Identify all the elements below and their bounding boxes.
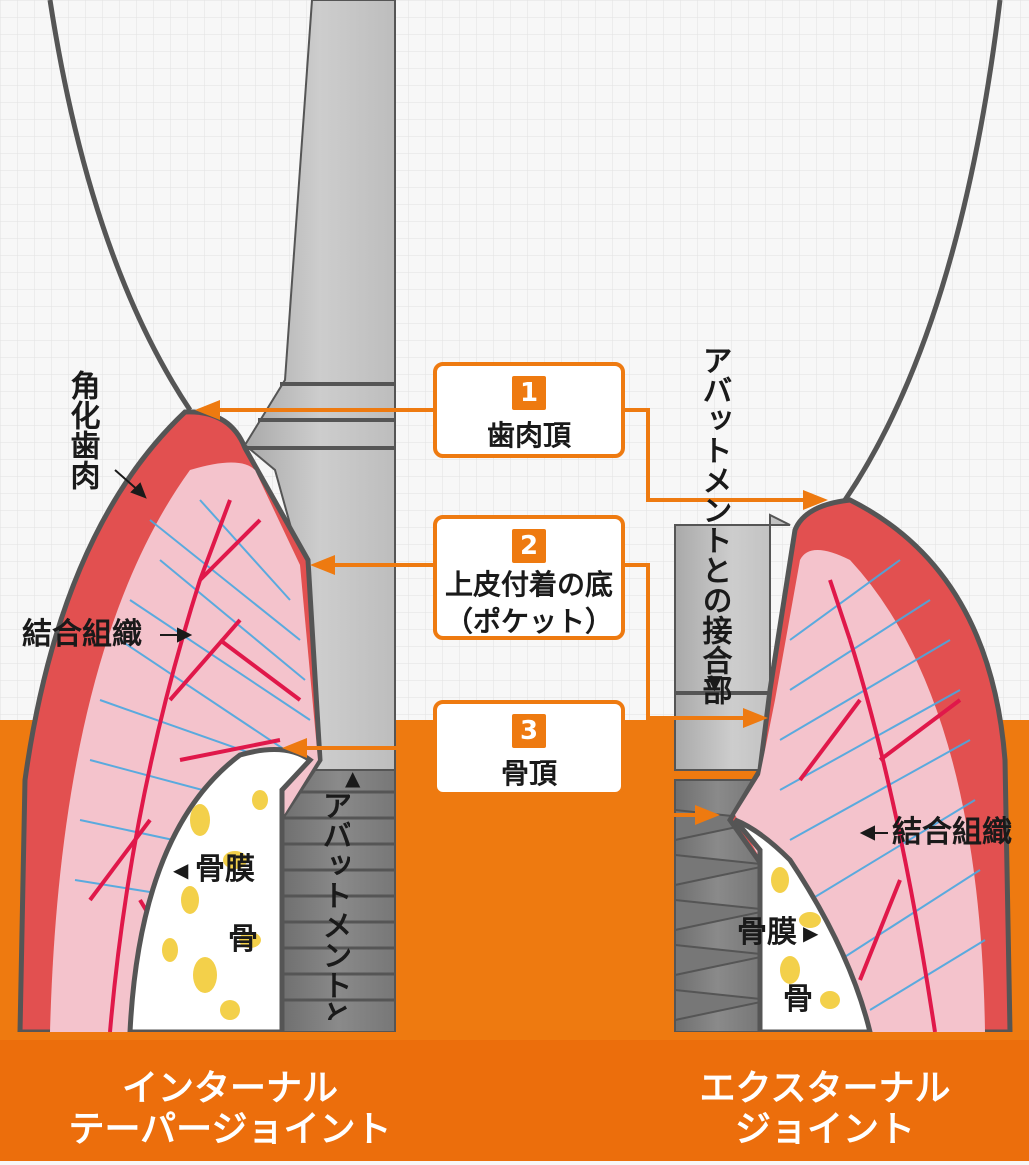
callout-3-text: 骨頂 <box>437 756 621 791</box>
left-label-connective-tissue: 結合組織 <box>22 620 142 650</box>
callout-gingival-margin: 1 歯肉頂 <box>433 362 625 458</box>
right-label-periosteum: 骨膜 <box>737 918 797 948</box>
callout-bone-crest: 3 骨頂 <box>433 700 625 796</box>
right-title-line1: エクスターナル <box>700 1068 951 1109</box>
left-label-keratinized-gingiva: 角化歯肉 <box>66 370 98 490</box>
left-title-line2: テーパージョイント <box>69 1109 392 1150</box>
right-label-bone: 骨 <box>783 985 813 1015</box>
left-title-line1: インターナル <box>122 1068 338 1109</box>
left-periosteum-pointer: ◀ <box>173 860 188 880</box>
right-title: エクスターナル ジョイント <box>640 1068 1010 1151</box>
callout-2-text-line2: （ポケット） <box>437 604 621 639</box>
callout-2-text-line1: 上皮付着の底 <box>437 567 621 602</box>
left-label-abutment-junction: アバットメントとの接合部 <box>318 790 350 1020</box>
right-bottom-cut <box>660 1032 1029 1040</box>
left-bottom-cut <box>0 1032 400 1040</box>
right-label-abutment-junction: アバットメントとの接合部 <box>698 345 730 705</box>
right-junction-pointer: ▼ <box>707 672 722 692</box>
right-title-line2: ジョイント <box>735 1109 915 1150</box>
callout-epithelial-attachment: 2 上皮付着の底 （ポケット） <box>433 515 625 640</box>
left-title: インターナル テーパージョイント <box>20 1068 440 1151</box>
left-label-periosteum: 骨膜 <box>195 855 255 885</box>
right-label-connective-tissue: 結合組織 <box>892 818 1012 848</box>
left-junction-pointer: ▲ <box>345 768 360 788</box>
left-label-bone: 骨 <box>228 925 258 955</box>
callout-number-3: 3 <box>512 714 546 748</box>
callout-number-2: 2 <box>512 529 546 563</box>
callout-1-text: 歯肉頂 <box>437 418 621 453</box>
right-periosteum-pointer: ▶ <box>803 923 818 943</box>
callout-number-1: 1 <box>512 376 546 410</box>
